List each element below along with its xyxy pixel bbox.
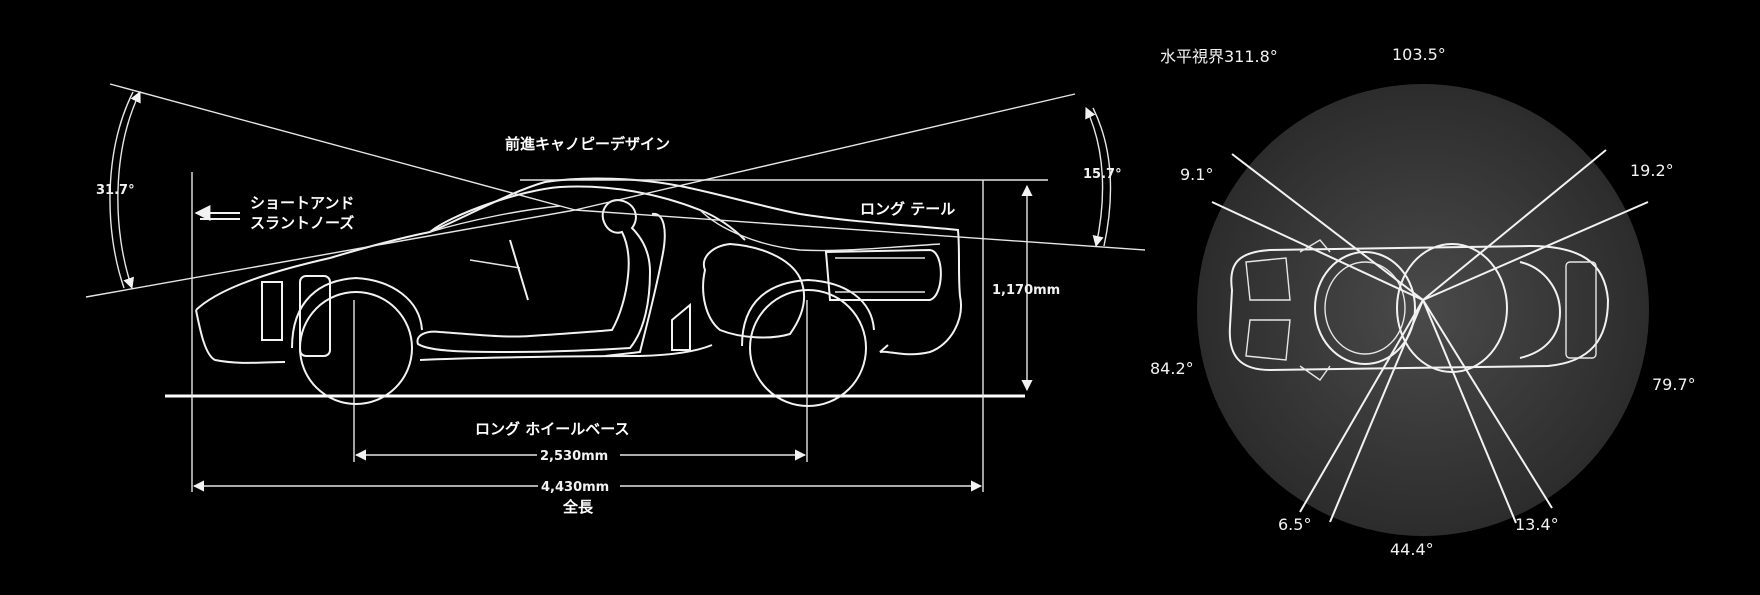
side-view: 31.7° 15.7° 1,170mm 前進キャノピーデザイン ショートアンド …	[85, 83, 1146, 516]
angle-right: 79.7°	[1652, 375, 1696, 394]
steering-wheel	[509, 239, 529, 301]
front-sightline-lower	[85, 209, 576, 298]
rear-sightline-upper	[574, 93, 1076, 211]
front-strut	[299, 275, 331, 357]
rear-wheel-arch	[741, 278, 875, 347]
car-top-outline	[1228, 239, 1610, 381]
tail-label: ロング テール	[860, 200, 955, 218]
wheelbase-title: ロング ホイールベース	[475, 420, 629, 438]
angle-lower-left: 6.5°	[1278, 515, 1311, 534]
horizontal-fov-label: 水平視界311.8°	[1160, 47, 1278, 66]
angle-left: 84.2°	[1150, 359, 1194, 378]
length-value: 4,430mm	[541, 480, 609, 495]
rear-angle-arc-outer	[1092, 107, 1112, 247]
angle-bottom: 44.4°	[1390, 540, 1434, 559]
length-title: 全長	[562, 498, 594, 516]
engine-block	[702, 242, 806, 339]
front-wheel	[299, 291, 413, 405]
car-interior-line	[429, 205, 941, 252]
rear-trunk-item	[824, 248, 942, 301]
angle-upper-right: 19.2°	[1630, 161, 1674, 180]
radiator	[261, 281, 283, 341]
nose-label-line1: ショートアンド	[250, 194, 354, 212]
steering-column	[469, 259, 521, 269]
rear-trunk-detail	[835, 257, 925, 293]
visibility-lines	[1211, 149, 1649, 524]
car-canopy-line	[429, 185, 746, 241]
nose-label-line2: スラントノーズ	[250, 214, 354, 232]
rear-angle-arc	[1085, 106, 1104, 248]
angle-lower-right: 13.4°	[1515, 515, 1559, 534]
front-angle-arc	[117, 90, 141, 290]
height-label: 1,170mm	[992, 283, 1060, 298]
rear-angle-label: 15.7°	[1083, 167, 1122, 182]
front-angle-label: 31.7°	[96, 183, 135, 198]
angle-upper-left: 9.1°	[1180, 165, 1213, 184]
canopy-label: 前進キャノピーデザイン	[505, 135, 670, 153]
top-view: 水平視界311.8° 103.5° 9.1° 19.2° 84.2° 79.7°…	[1150, 45, 1696, 559]
front-angle-arc-outer	[109, 91, 134, 289]
seat	[604, 212, 666, 357]
car-sill	[419, 344, 713, 361]
side-intake	[671, 302, 691, 351]
rear-sightline-lower	[574, 209, 1146, 251]
driver-figure	[416, 198, 652, 354]
angle-top: 103.5°	[1392, 45, 1446, 64]
wheelbase-value: 2,530mm	[540, 449, 608, 464]
front-sightline-upper	[109, 83, 576, 211]
rear-wheel	[749, 289, 867, 407]
visibility-disc	[1197, 84, 1649, 536]
